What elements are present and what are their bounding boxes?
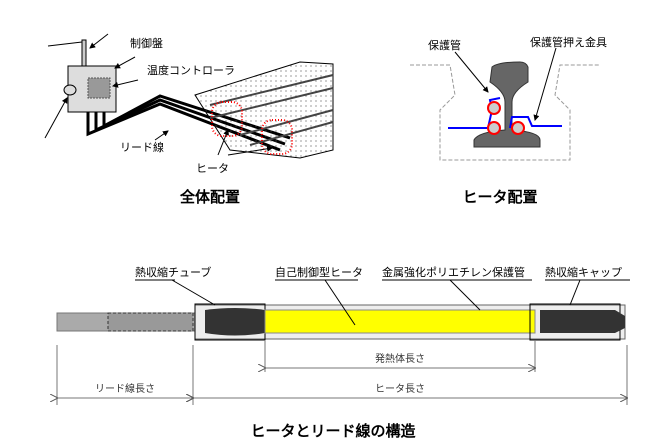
heater-end-left [205,308,265,336]
label-tube-clamp: 保護管押え金具 [530,35,607,49]
dimension-lines [57,340,627,405]
rail-section [473,61,541,148]
placement-title: ヒータ配置 [462,188,537,206]
heater-placement: 保護管 保護管押え金具 ヒータ配置 [410,35,607,206]
heater-structure: 熱収縮チューブ 自己制御型ヒータ 金属強化ポリエチレン保護管 熱収縮キャップ 発… [57,265,630,440]
sleeper-outline [410,64,600,161]
label-lead-wire: リード線 [120,140,164,154]
overall-title: 全体配置 [179,188,240,206]
antenna [47,41,83,47]
heater-highlight-2 [261,119,293,155]
label-control-panel: 制御盤 [130,36,163,50]
overall-layout: 制御盤 温度コントローラ リード線 ヒータ 全体配置 [44,33,334,206]
label-protective-pipe: 金属強化ポリエチレン保護管 [382,265,525,279]
tube-3 [511,121,525,135]
dim-heater-length: ヒータ長さ [375,383,425,395]
label-protective-tube: 保護管 [428,38,461,52]
temp-controller [87,77,111,99]
leader-clamp [533,47,557,121]
tube-1 [487,101,501,115]
structure-title: ヒータとリード線の構造 [250,422,415,440]
dim-heating-length: 発熱体長さ [375,352,425,365]
heater-end-right [540,310,625,333]
structure-leaders [135,279,630,326]
heater-highlight-1 [211,101,243,137]
label-temp-controller: 温度コントローラ [147,63,235,77]
leader-lines [44,33,273,156]
pole [81,39,87,67]
dim-lead-length: リード線長さ [95,382,155,395]
self-regulating-heater [264,309,536,334]
leader-protective-tube [454,51,489,93]
rails [209,74,334,146]
track-bed [194,61,334,159]
box-handle [63,84,77,96]
label-heater: ヒータ [196,162,229,175]
label-heat-shrink-cap: 熱収縮キャップ [545,265,622,279]
tube-2 [487,121,501,135]
label-heat-shrink-tube: 熱収縮チューブ [135,265,211,279]
label-self-regulating-heater: 自己制御型ヒータ [275,265,363,279]
lead-wire-inner [107,312,194,332]
